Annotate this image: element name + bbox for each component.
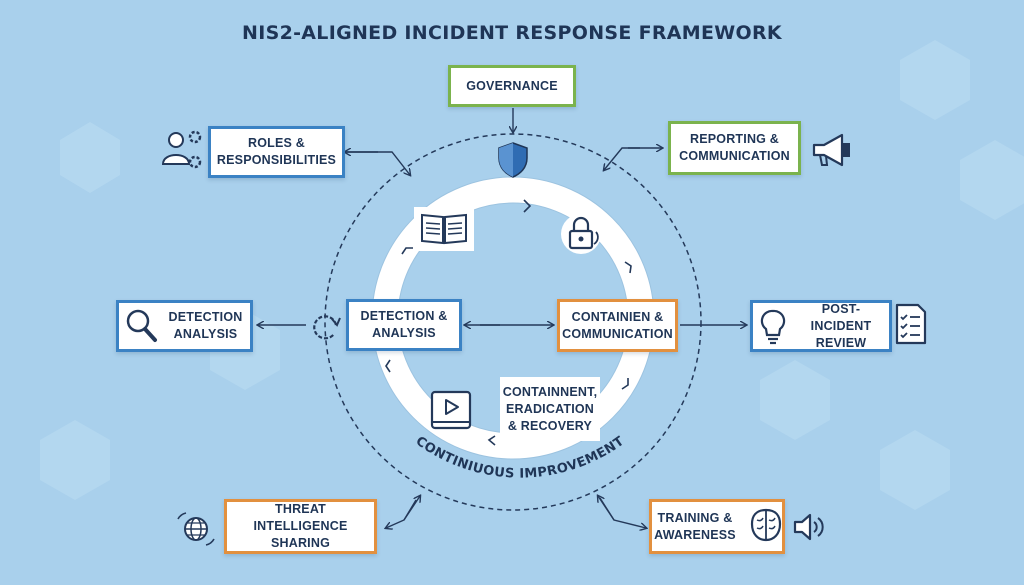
training-awareness-box: TRAINING & AWARENESS (649, 499, 785, 554)
brain-icon (750, 508, 782, 542)
magnifier-icon (126, 309, 157, 342)
checklist-icon (895, 303, 927, 345)
connectors (258, 108, 746, 528)
book-icon (414, 207, 474, 251)
governance-box: GOVERNANCE (448, 65, 576, 107)
globe-icon (177, 512, 215, 546)
lock-icon (561, 214, 601, 254)
play-video-icon (430, 390, 472, 430)
containment-recovery-box: CONTAINNENT, ERADICATION & RECOVERY (500, 377, 600, 441)
roles-box: ROLES & RESPONSIBILITIES (208, 126, 345, 178)
lightbulb-icon (760, 309, 786, 345)
speaker-icon (793, 513, 824, 541)
megaphone-icon (812, 133, 850, 167)
people-gears-icon (161, 130, 202, 169)
refresh-icon (313, 315, 341, 340)
detection-analysis-inner-box: DETECTION & ANALYSIS (346, 299, 462, 351)
threat-intelligence-box: THREAT INTELLIGENCE SHARING (224, 499, 377, 554)
containment-communication-box: CONTAINIEN & COMMUNICATION (557, 299, 678, 352)
reporting-box: REPORTING & COMMUNICATION (668, 121, 801, 175)
page-title: NIS2-ALIGNED INCIDENT RESPONSE FRAMEWORK (242, 22, 782, 44)
ring-chevrons (385, 199, 632, 446)
outer-dashed-ring (324, 133, 702, 511)
shield-icon (498, 142, 528, 178)
